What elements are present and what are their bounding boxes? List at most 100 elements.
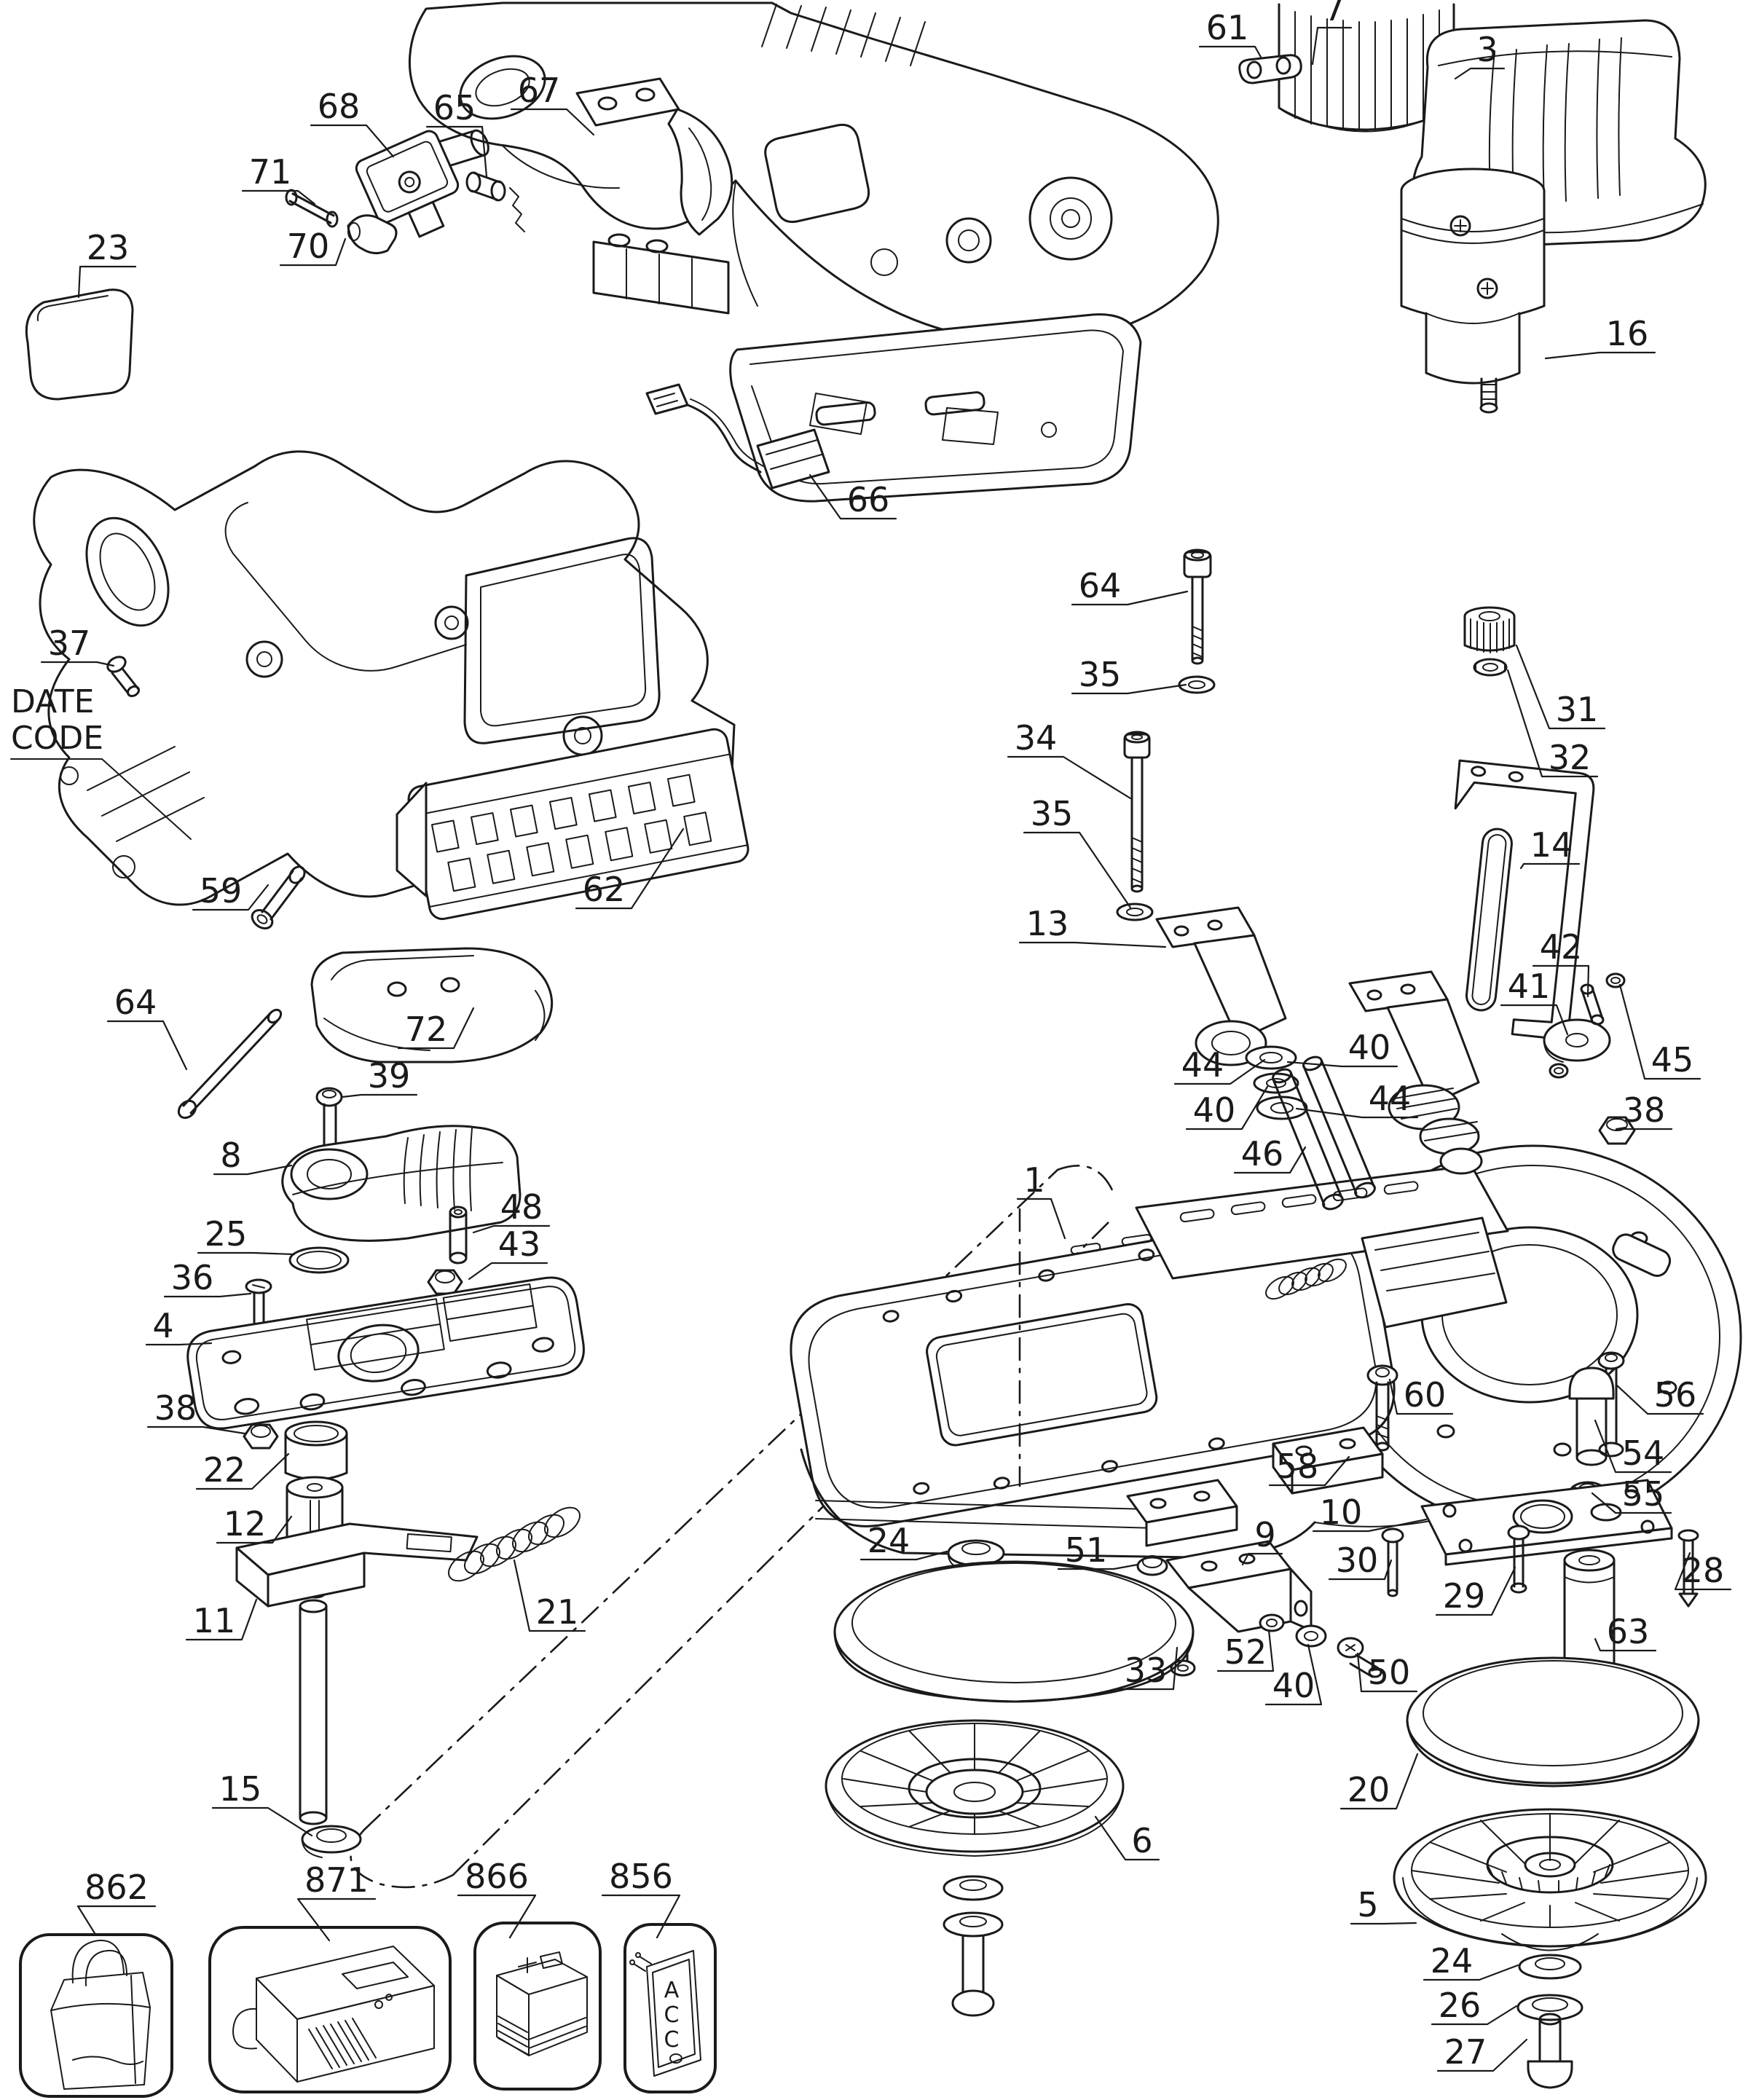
- handle-housing-drawing: [33, 450, 749, 929]
- callout-label-40-lower: 40: [1272, 1666, 1315, 1705]
- callout-leader-862: [76, 1905, 157, 1935]
- spring-21-drawing: [448, 1506, 581, 1582]
- pins-46-drawing: [1272, 1055, 1376, 1211]
- wheels-drawing: [825, 1560, 1707, 2089]
- screw-27-drawing: [1527, 2013, 1573, 2089]
- callout-leader-42: [1532, 964, 1590, 998]
- part-callout-67: 67: [510, 71, 595, 136]
- callout-leader-41: [1500, 1004, 1569, 1036]
- washer-24-right-drawing: [1518, 1954, 1582, 1980]
- callout-leader-8: [213, 1164, 293, 1176]
- date-code-annotation: DATE CODE: [10, 683, 192, 840]
- part-callout-24-left: 24: [859, 1521, 948, 1561]
- part-callout-56: 56: [1616, 1375, 1704, 1415]
- trigger-switch-cluster-drawing: [285, 77, 733, 254]
- screw-64-right-drawing: [1183, 548, 1212, 665]
- pin-48-drawing: [449, 1206, 468, 1265]
- part-callout-10: 10: [1312, 1493, 1428, 1533]
- elbow-70-drawing: [347, 214, 398, 254]
- part-callout-27: 27: [1436, 2032, 1528, 2072]
- callout-label-20: 20: [1347, 1770, 1390, 1809]
- callout-label-55: 55: [1622, 1474, 1665, 1514]
- part-callout-6: 6: [1094, 1815, 1160, 1861]
- part-callout-5: 5: [1350, 1885, 1417, 1925]
- frame-deck: [1135, 1164, 1509, 1280]
- callout-label-25: 25: [205, 1214, 248, 1254]
- callout-leader-65: [425, 125, 488, 178]
- callout-leader-61: [1198, 45, 1263, 60]
- callout-label-41: 41: [1508, 967, 1551, 1006]
- part-callout-14: 14: [1519, 825, 1581, 870]
- part-callout-35-right: 35: [1071, 655, 1187, 695]
- washer-15-drawing: [301, 1825, 362, 1858]
- callout-leader-55: [1591, 1492, 1672, 1514]
- callout-label-52: 52: [1224, 1632, 1267, 1672]
- callout-label-26: 26: [1439, 1986, 1482, 2025]
- callout-label-16: 16: [1606, 314, 1649, 353]
- pin-59-drawing: [251, 865, 306, 929]
- callout-label-35-mid: 35: [1031, 794, 1074, 833]
- callout-leader-37: [40, 661, 115, 667]
- callout-label-70: 70: [287, 227, 330, 266]
- pin-65-drawing: [465, 171, 506, 202]
- callout-leader-56: [1616, 1384, 1704, 1415]
- bottom-hardware-drawing: [947, 1351, 1699, 1696]
- callout-label-4: 4: [152, 1306, 173, 1345]
- part-callout-4: 4: [145, 1306, 213, 1346]
- cover-23-drawing: [25, 288, 134, 401]
- callout-label-31: 31: [1556, 690, 1599, 729]
- callout-label-34: 34: [1015, 718, 1058, 758]
- callout-leader-21: [513, 1559, 586, 1632]
- frame-deck-slots: [1070, 1181, 1419, 1255]
- callout-leader-64-left: [106, 1020, 188, 1071]
- callout-label-862: 862: [84, 1868, 149, 1907]
- callout-leader-16: [1544, 351, 1656, 360]
- callout-leader-10: [1312, 1518, 1428, 1533]
- callout-label-44-lower: 44: [1369, 1079, 1412, 1118]
- callout-label-68: 68: [318, 87, 361, 126]
- part-callout-32: 32: [1506, 669, 1599, 778]
- part-callout-12: 12: [216, 1504, 293, 1544]
- callout-label-64-left: 64: [114, 983, 157, 1022]
- callout-leader-1: [1016, 1198, 1066, 1240]
- pin-71-drawing: [285, 189, 339, 228]
- screw-29-drawing: [1507, 1525, 1530, 1594]
- wheel-5-drawing: [1393, 1808, 1707, 1951]
- callout-leader-38-left: [146, 1425, 246, 1435]
- callout-leader-31: [1515, 644, 1606, 730]
- accessory-box-866: [473, 1922, 602, 2091]
- callout-label-871: 871: [304, 1860, 369, 1900]
- callout-label-37: 37: [48, 624, 91, 663]
- part-callout-33: 33: [1117, 1646, 1179, 1691]
- callout-label-866: 866: [465, 1857, 529, 1896]
- screw-34-drawing: [1123, 731, 1151, 893]
- lever-8-cluster-drawing: [245, 1087, 522, 1338]
- part-callout-58: 58: [1268, 1447, 1350, 1487]
- callout-label-21: 21: [536, 1592, 579, 1632]
- callout-label-46: 46: [1241, 1134, 1284, 1173]
- callout-label-6: 6: [1131, 1821, 1152, 1860]
- part-callout-16: 16: [1544, 314, 1656, 360]
- saw-frame-drawing: [790, 1144, 1742, 1559]
- part-callout-37: 37: [40, 624, 115, 667]
- callout-leader-51: [1057, 1563, 1139, 1570]
- part-callout-39: 39: [341, 1056, 418, 1098]
- switch-68-drawing: [355, 129, 489, 238]
- washer-26-drawing: [1516, 1994, 1583, 2021]
- callout-leader-67: [510, 108, 595, 136]
- callout-label-27: 27: [1444, 2032, 1487, 2072]
- callout-leader-63: [1594, 1637, 1657, 1652]
- callout-leader-60: [1388, 1378, 1454, 1415]
- part-callout-36: 36: [163, 1258, 252, 1298]
- callout-label-67: 67: [518, 71, 561, 110]
- part-callout-871: 871: [296, 1860, 377, 1942]
- mount-plate-10-drawing: [1420, 1479, 1673, 1566]
- spacer-40-lower-drawing: [1295, 1624, 1327, 1648]
- callout-label-28: 28: [1682, 1551, 1725, 1590]
- callout-leader-35-right: [1071, 683, 1187, 695]
- part-callout-22: 22: [195, 1450, 290, 1490]
- callout-label-10: 10: [1320, 1493, 1363, 1532]
- callout-label-56: 56: [1654, 1375, 1697, 1415]
